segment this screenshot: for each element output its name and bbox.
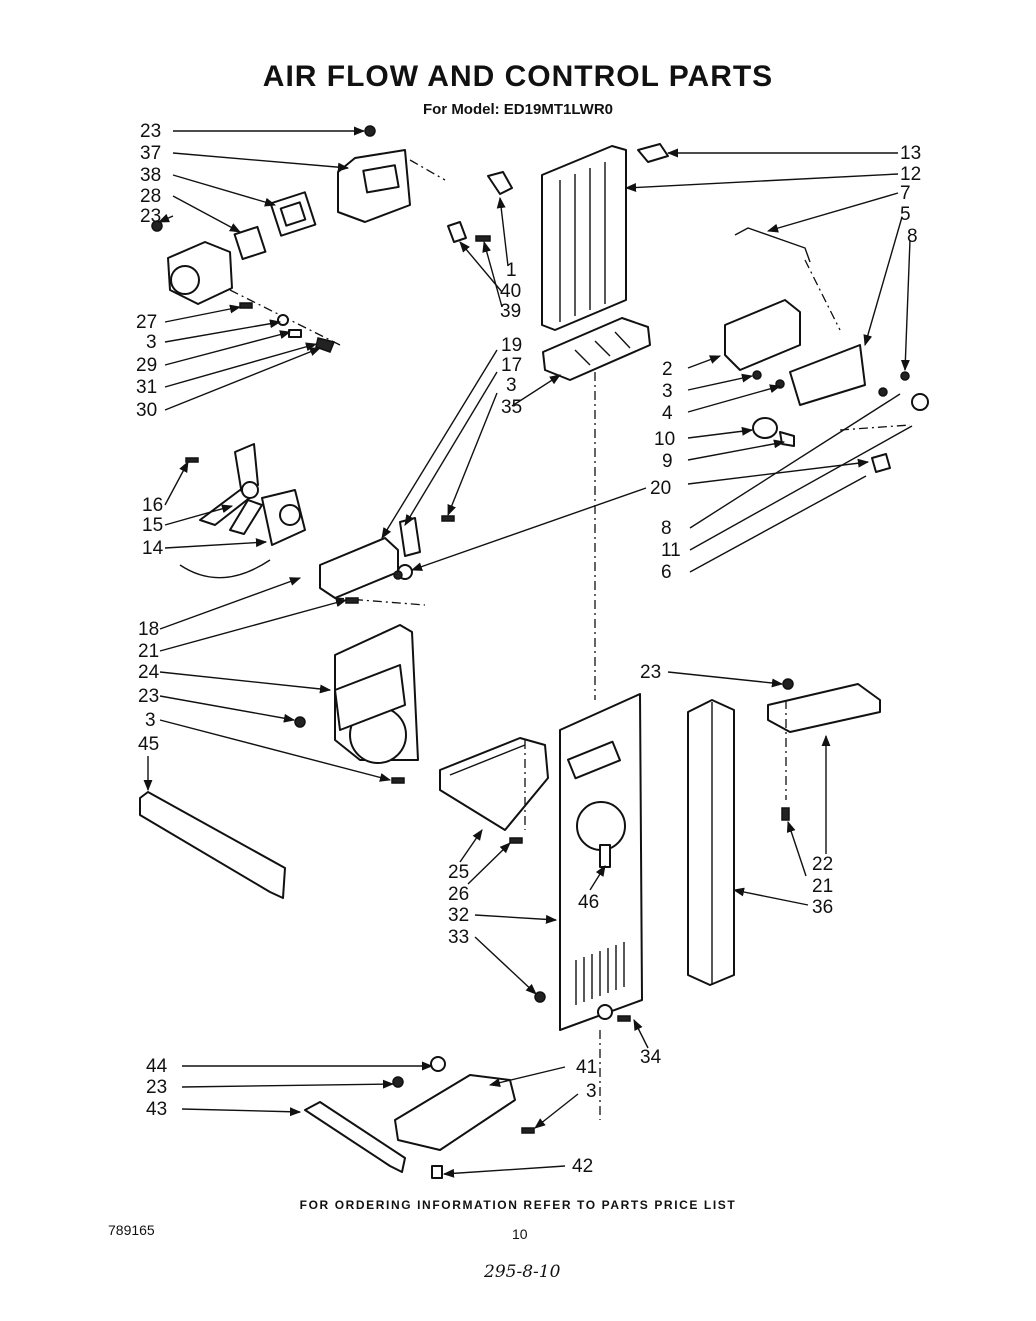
callout-label: 8 — [907, 226, 918, 247]
callout-label: 1 — [506, 260, 517, 281]
callout-label: 5 — [900, 204, 911, 225]
assembly-centerlines — [524, 372, 911, 1120]
lower-base-tray — [394, 1074, 516, 1151]
callout-label: 4 — [662, 403, 673, 424]
callout-label: 16 — [142, 495, 163, 516]
callout-label: 3 — [145, 710, 156, 731]
callout-label: 17 — [501, 355, 522, 376]
callout-label: 10 — [654, 429, 675, 450]
callout-label: 23 — [138, 686, 159, 707]
air-diffuser-grille — [542, 317, 651, 381]
callout-label: 21 — [812, 876, 833, 897]
fasteners-misc — [185, 370, 910, 1179]
handwritten-code: 295-8-10 — [484, 1262, 561, 1282]
callout-label: 11 — [661, 540, 681, 561]
rear-panel — [559, 693, 643, 1031]
callout-label: 3 — [662, 381, 673, 402]
air-duct-vertical — [541, 145, 627, 331]
callout-label: 40 — [500, 281, 521, 302]
callout-label: 9 — [662, 451, 673, 472]
model-subtitle: For Model: ED19MT1LWR0 — [422, 101, 613, 118]
callout-label: 36 — [812, 897, 833, 918]
callout-label: 37 — [140, 143, 161, 164]
callout-label: 31 — [136, 377, 157, 398]
callout-label: 35 — [501, 397, 522, 418]
callout-label: 29 — [136, 355, 157, 376]
damper-motor — [167, 241, 341, 346]
callout-label: 44 — [146, 1056, 168, 1077]
callout-label: 45 — [138, 734, 159, 755]
bottom-trim-strip — [139, 791, 286, 899]
callout-label: 2 — [662, 359, 673, 380]
callout-label: 34 — [640, 1047, 662, 1068]
callout-label: 42 — [572, 1156, 593, 1177]
callout-label: 12 — [900, 164, 921, 185]
fan-blade-assembly — [199, 443, 263, 535]
horizontal-rail — [767, 683, 881, 733]
callout-label: 23 — [140, 206, 161, 227]
clip-part — [487, 171, 513, 195]
light-bulb — [752, 417, 795, 447]
callout-label: 7 — [900, 183, 911, 204]
page-number: 10 — [512, 1226, 528, 1242]
evaporator-cover-tray — [439, 737, 549, 831]
bushings — [447, 221, 491, 243]
callout-label: 23 — [140, 121, 161, 142]
leader-lines — [143, 126, 913, 1178]
callout-label: 24 — [138, 662, 160, 683]
motor-bracket — [319, 517, 426, 606]
callout-label: 38 — [140, 165, 161, 186]
callout-label: 26 — [448, 884, 469, 905]
callout-label: 3 — [146, 332, 157, 353]
callout-label: 15 — [142, 515, 163, 536]
callout-label: 28 — [140, 186, 161, 207]
callout-label: 41 — [576, 1057, 597, 1078]
callout-label: 8 — [661, 518, 672, 539]
small-clip-top — [637, 143, 669, 163]
callout-label: 30 — [136, 400, 157, 421]
knob-and-socket — [871, 393, 929, 473]
seal-ring — [269, 191, 317, 237]
callout-label: 13 — [900, 143, 921, 164]
callout-label: 43 — [146, 1099, 167, 1120]
callout-label: 39 — [500, 301, 521, 322]
callout-label: 27 — [136, 312, 157, 333]
gasket-small — [233, 225, 267, 261]
callout-label: 18 — [138, 619, 159, 640]
callout-label: 23 — [640, 662, 661, 683]
callout-label: 46 — [578, 892, 599, 913]
ordering-note: FOR ORDERING INFORMATION REFER TO PARTS … — [299, 1198, 737, 1212]
lower-bracket — [304, 1101, 406, 1173]
callout-label: 25 — [448, 862, 469, 883]
callout-label: 21 — [138, 641, 159, 662]
thermostat-bracket — [724, 227, 866, 406]
callout-label: 33 — [448, 927, 469, 948]
control-housing — [337, 149, 446, 223]
callout-label: 14 — [142, 538, 164, 559]
callout-label: 3 — [506, 375, 517, 396]
callout-label: 20 — [650, 478, 671, 499]
fan-motor — [179, 489, 306, 579]
callout-label: 6 — [661, 562, 672, 583]
callout-labels: 23 37 38 28 23 27 3 29 31 30 1 40 39 13 … — [136, 121, 921, 1177]
callout-label: 3 — [586, 1081, 597, 1102]
document-number: 789165 — [108, 1222, 155, 1238]
fan-shroud — [334, 624, 419, 764]
vertical-channel — [687, 699, 735, 986]
page-title: AIR FLOW AND CONTROL PARTS — [262, 60, 774, 93]
callout-label: 23 — [146, 1077, 167, 1098]
small-screws-left — [151, 125, 376, 353]
callout-label: 32 — [448, 905, 469, 926]
vent-slots — [575, 942, 625, 1005]
callout-label: 19 — [501, 335, 522, 356]
callout-label: 22 — [812, 854, 833, 875]
